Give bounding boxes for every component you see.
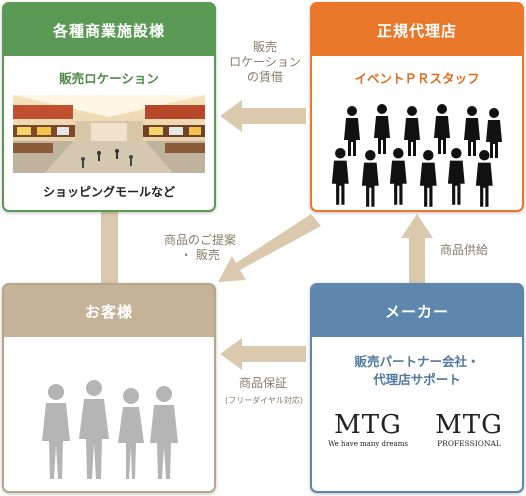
proposal-label-line2: ・ 販売	[180, 248, 220, 262]
mtg-logo-tagline: We have many dreams	[328, 440, 408, 448]
venues-body: 販売ロケーション	[4, 56, 214, 210]
proposal-label-line1: 商品のご提案	[163, 233, 236, 247]
shopping-mall-image	[13, 95, 205, 173]
venues-box: 各種商業施設様 販売ロケーション	[2, 2, 216, 212]
mtg-logo-main: MTG	[334, 410, 402, 440]
maker-body: 販売パートナー会社・ 代理店サポート MTG We have many drea…	[312, 337, 522, 491]
rent-label-line1: 販売	[252, 40, 277, 54]
venues-caption: ショッピングモールなど	[42, 185, 175, 199]
agency-subtitle: イベントＰＲスタッフ	[354, 71, 480, 86]
guarantee-label: 商品保証	[238, 376, 287, 390]
agency-body: イベントＰＲスタッフ	[312, 56, 522, 210]
venues-customer-connector	[101, 212, 118, 285]
venues-subtitle: 販売ロケーション	[59, 71, 159, 86]
customer-box: お客様	[2, 283, 216, 493]
proposal-label: 商品のご提案 ・ 販売	[150, 233, 250, 263]
mtg-professional-logo-main: MTG	[435, 410, 503, 440]
customer-silhouettes-image	[42, 380, 178, 479]
guarantee-sublabel: (フリーダイヤル対応)	[224, 396, 303, 405]
mtg-professional-logo: MTG PROFESSIONAL	[424, 411, 514, 449]
customer-title: お客様	[84, 302, 133, 321]
customer-body	[4, 337, 214, 491]
rent-label: 販売 ロケーション の賃借	[224, 40, 306, 85]
agency-title: 正規代理店	[376, 21, 457, 40]
supply-label: 商品供給	[439, 243, 488, 257]
staff-silhouettes-image	[332, 104, 502, 207]
maker-title: メーカー	[384, 302, 449, 321]
proposal-arrow	[218, 214, 321, 282]
venues-title: 各種商業施設様	[52, 21, 165, 40]
maker-box: メーカー 販売パートナー会社・ 代理店サポート MTG We have many…	[310, 283, 524, 493]
agency-box: 正規代理店 イベントＰＲスタッフ	[310, 2, 524, 212]
supply-arrow	[401, 214, 433, 283]
maker-subtitle-line1: 販売パートナー会社・	[354, 354, 480, 369]
maker-subtitle-line2: 代理店サポート	[373, 372, 461, 387]
rent-label-line3: の賃借	[246, 70, 283, 84]
guarantee-arrow	[220, 338, 306, 370]
mtg-professional-logo-sub: PROFESSIONAL	[437, 439, 501, 448]
rent-arrow	[220, 100, 306, 132]
rent-label-line2: ロケーション	[229, 55, 301, 69]
mtg-logo: MTG We have many dreams	[326, 411, 410, 449]
